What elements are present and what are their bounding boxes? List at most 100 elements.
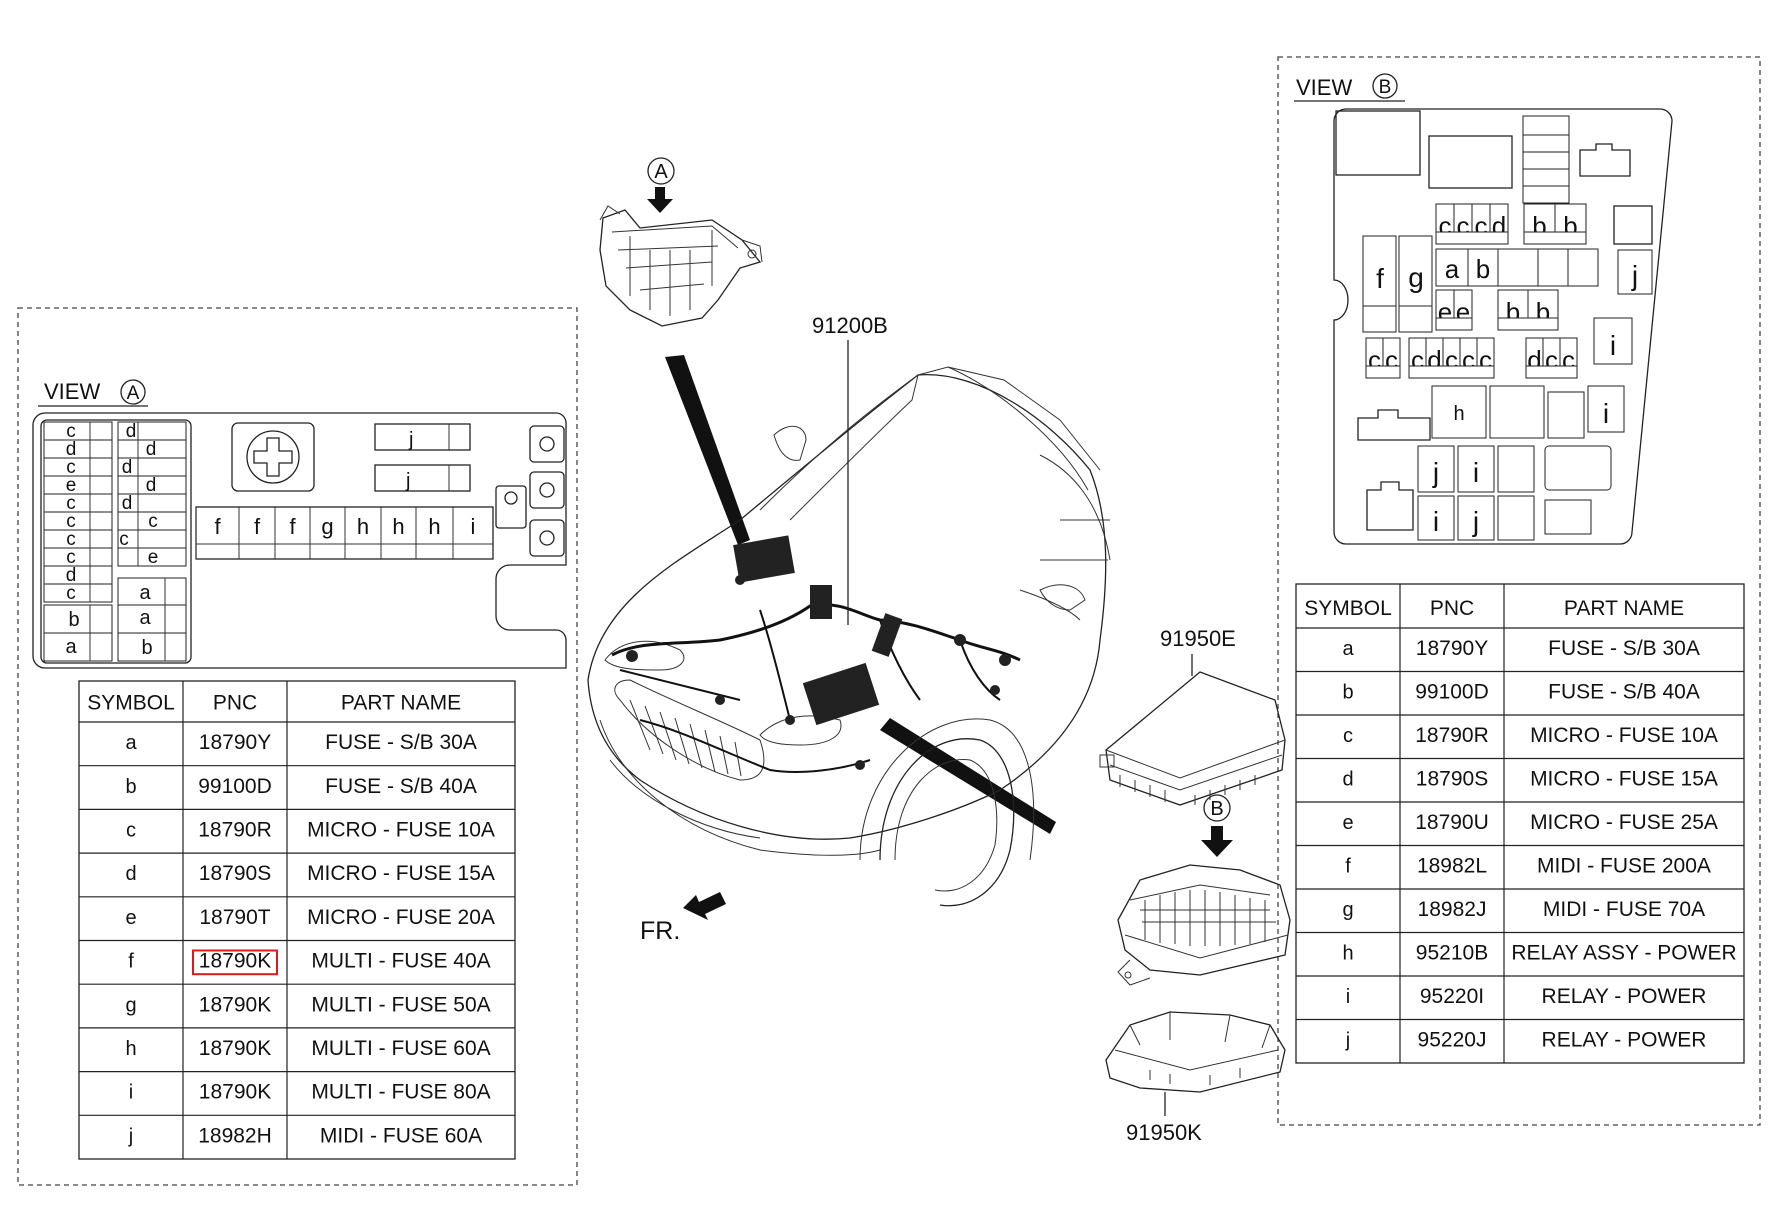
view-a-col2-fuse-1: d — [146, 439, 157, 460]
view-b-small-slots — [1522, 115, 1570, 204]
view-a-col1-fuse-2: c — [66, 457, 76, 478]
table-a-row-4-col-1: 18790T — [199, 906, 270, 929]
table-b-row-5-col-0: f — [1345, 855, 1351, 877]
table-b-row-7-col-2: RELAY ASSY - POWER — [1511, 941, 1736, 964]
table-a-row-9-col-1: 18982H — [198, 1124, 272, 1147]
table-b-row-1-col-0: b — [1342, 681, 1353, 703]
view-a-col1-fuse-0: c — [66, 421, 76, 442]
fuse-box-a-illustration — [599, 205, 763, 327]
table-b-row-7-col-1: 95210B — [1416, 941, 1488, 964]
terminal-post-icon — [231, 422, 315, 492]
callout-a-circle — [647, 157, 675, 185]
view-a-row-fuse-5: h — [392, 514, 404, 539]
view-a-relay-2: j — [405, 470, 410, 492]
table-b-row-4-col-0: e — [1342, 812, 1353, 834]
view-a-col1-fuse-7: c — [66, 547, 76, 568]
table-a-row-1-col-2: FUSE - S/B 40A — [325, 775, 477, 798]
table-b-row-3-col-0: d — [1342, 768, 1353, 790]
view-b-relay-j-3: j — [1472, 506, 1479, 537]
table-a-row-0-col-0: a — [125, 732, 137, 754]
view-b-connector-top — [1579, 143, 1631, 177]
car-front-wheel — [859, 718, 1035, 907]
table-b-row-4-col-1: 18790U — [1415, 811, 1489, 834]
table-b-header-1: PNC — [1430, 597, 1474, 620]
table-a-row-2-col-1: 18790R — [198, 818, 272, 841]
callout-b-arrow-icon — [1201, 826, 1233, 857]
table-a-row-2-col-0: c — [126, 819, 136, 841]
callout-91950e: 91950E — [1160, 626, 1236, 651]
table-b-row-4-col-2: MICRO - FUSE 25A — [1530, 811, 1718, 834]
view-a-col2-fuse-3: d — [146, 475, 157, 496]
view-a-bottom-right-3: b — [141, 637, 152, 659]
wiring-harness-illustration — [611, 535, 1021, 773]
table-b-row-9-col-2: RELAY - POWER — [1542, 1028, 1707, 1051]
car-illustration: A — [587, 157, 1111, 945]
table-b-row-3-col-1: 18790S — [1416, 767, 1488, 790]
table-b-row-3-col-2: MICRO - FUSE 15A — [1530, 767, 1718, 790]
leader-to-fuse-box-a — [665, 355, 750, 545]
callout-91950k: 91950K — [1126, 1120, 1202, 1145]
table-b-row-6-col-1: 18982J — [1418, 898, 1487, 921]
view-a-label: VIEW — [44, 379, 100, 404]
table-b-row-6-col-2: MIDI - FUSE 70A — [1543, 898, 1705, 921]
view-b-midi-fuse-g: g — [1408, 262, 1424, 293]
view-a-row-fuse-2: f — [289, 514, 296, 539]
table-a-row-7-col-0: h — [125, 1038, 136, 1060]
cover-91950e-illustration — [1099, 671, 1286, 806]
view-a-bottom-right-1: a — [139, 582, 151, 604]
view-a-dashed-frame — [17, 307, 578, 1186]
table-a-row-6-col-0: g — [125, 994, 136, 1016]
table-a-row-9-col-0: j — [128, 1125, 133, 1147]
view-a-col2-fuse-6: c — [119, 529, 129, 550]
view-a-bottom-fuses: b a a a b — [43, 577, 187, 662]
table-a-row-3-col-1: 18790S — [199, 862, 271, 885]
view-a-circle — [120, 379, 146, 405]
view-a-bottom-left-1: b — [68, 609, 79, 631]
view-a-col2-fuse-0: d — [126, 421, 137, 442]
view-a-col1-fuse-1: d — [66, 439, 77, 460]
table-b-row-0-col-1: 18790Y — [1416, 637, 1488, 660]
table-a-row-8-col-0: i — [129, 1082, 133, 1104]
view-b-corner-block — [1335, 110, 1421, 176]
table-a-row-5-col-2: MULTI - FUSE 40A — [311, 950, 490, 973]
car-grille — [614, 679, 765, 781]
table-a-row-1-col-0: b — [125, 776, 136, 798]
table-a-row-9-col-2: MIDI - FUSE 60A — [320, 1124, 482, 1147]
view-a-col2-fuse-5: c — [148, 511, 158, 532]
table-a-row-8-col-2: MULTI - FUSE 80A — [311, 1081, 490, 1104]
table-b-row-5-col-2: MIDI - FUSE 200A — [1537, 854, 1711, 877]
view-b-relay-i-3: i — [1473, 457, 1479, 488]
view-b-midi-fuse-f: f — [1376, 263, 1384, 294]
view-b-relay-i-2: i — [1603, 398, 1609, 429]
view-a-col2-fuse-2: d — [122, 457, 133, 478]
view-b-connector-bottom — [1366, 481, 1414, 531]
table-a-header-0: SYMBOL — [87, 692, 175, 715]
view-a-row-fuse-6: h — [428, 514, 440, 539]
view-b-connector-left — [1357, 409, 1431, 441]
view-b-circle-letter: B — [1379, 77, 1392, 98]
view-b-label: VIEW — [1296, 75, 1352, 100]
table-a-row-6-col-1: 18790K — [199, 993, 271, 1016]
highlighted-pnc-box — [192, 949, 278, 976]
view-a-row-fuse-7: i — [471, 514, 476, 539]
table-b-row-1-col-1: 99100D — [1415, 680, 1489, 703]
view-a-box-outline — [32, 412, 567, 669]
view-a-col2-fuse-7: e — [148, 547, 159, 568]
table-b-row-6-col-0: g — [1342, 899, 1353, 921]
view-b-box-outline — [1333, 108, 1673, 545]
view-a-col1-fuse-3: e — [66, 475, 77, 496]
table-a-row-3-col-0: d — [125, 863, 136, 885]
view-a-col2-fuse-4: d — [122, 493, 133, 514]
callout-a-arrow-icon — [647, 187, 673, 213]
view-a-col1-fuse-4: c — [66, 493, 76, 514]
